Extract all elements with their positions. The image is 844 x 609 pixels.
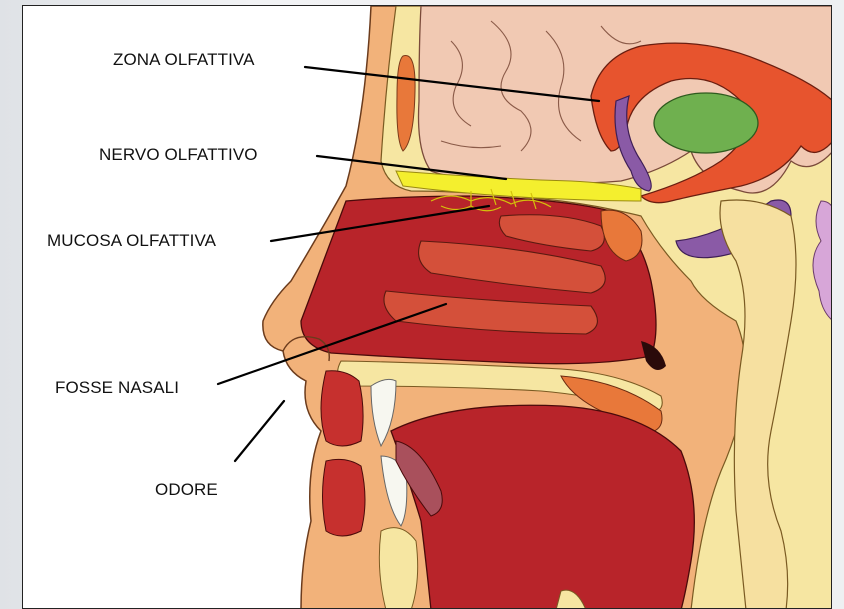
label-zona-olfattiva: ZONA OLFATTIVA [113,50,255,70]
label-nervo-olfattivo: NERVO OLFATTIVO [99,145,258,165]
thalamus [654,93,758,153]
anatomy-figure: ZONA OLFATTIVA NERVO OLFATTIVO MUCOSA OL… [22,5,832,609]
nasal-anatomy-illustration [23,6,832,609]
upper-lip [321,371,363,446]
mandible [379,528,417,609]
label-fosse-nasali: FOSSE NASALI [55,378,179,398]
label-odore: ODORE [155,480,218,500]
leader-odore [235,401,284,461]
lower-lip [323,459,366,536]
label-mucosa-olfattiva: MUCOSA OLFATTIVA [47,231,216,251]
